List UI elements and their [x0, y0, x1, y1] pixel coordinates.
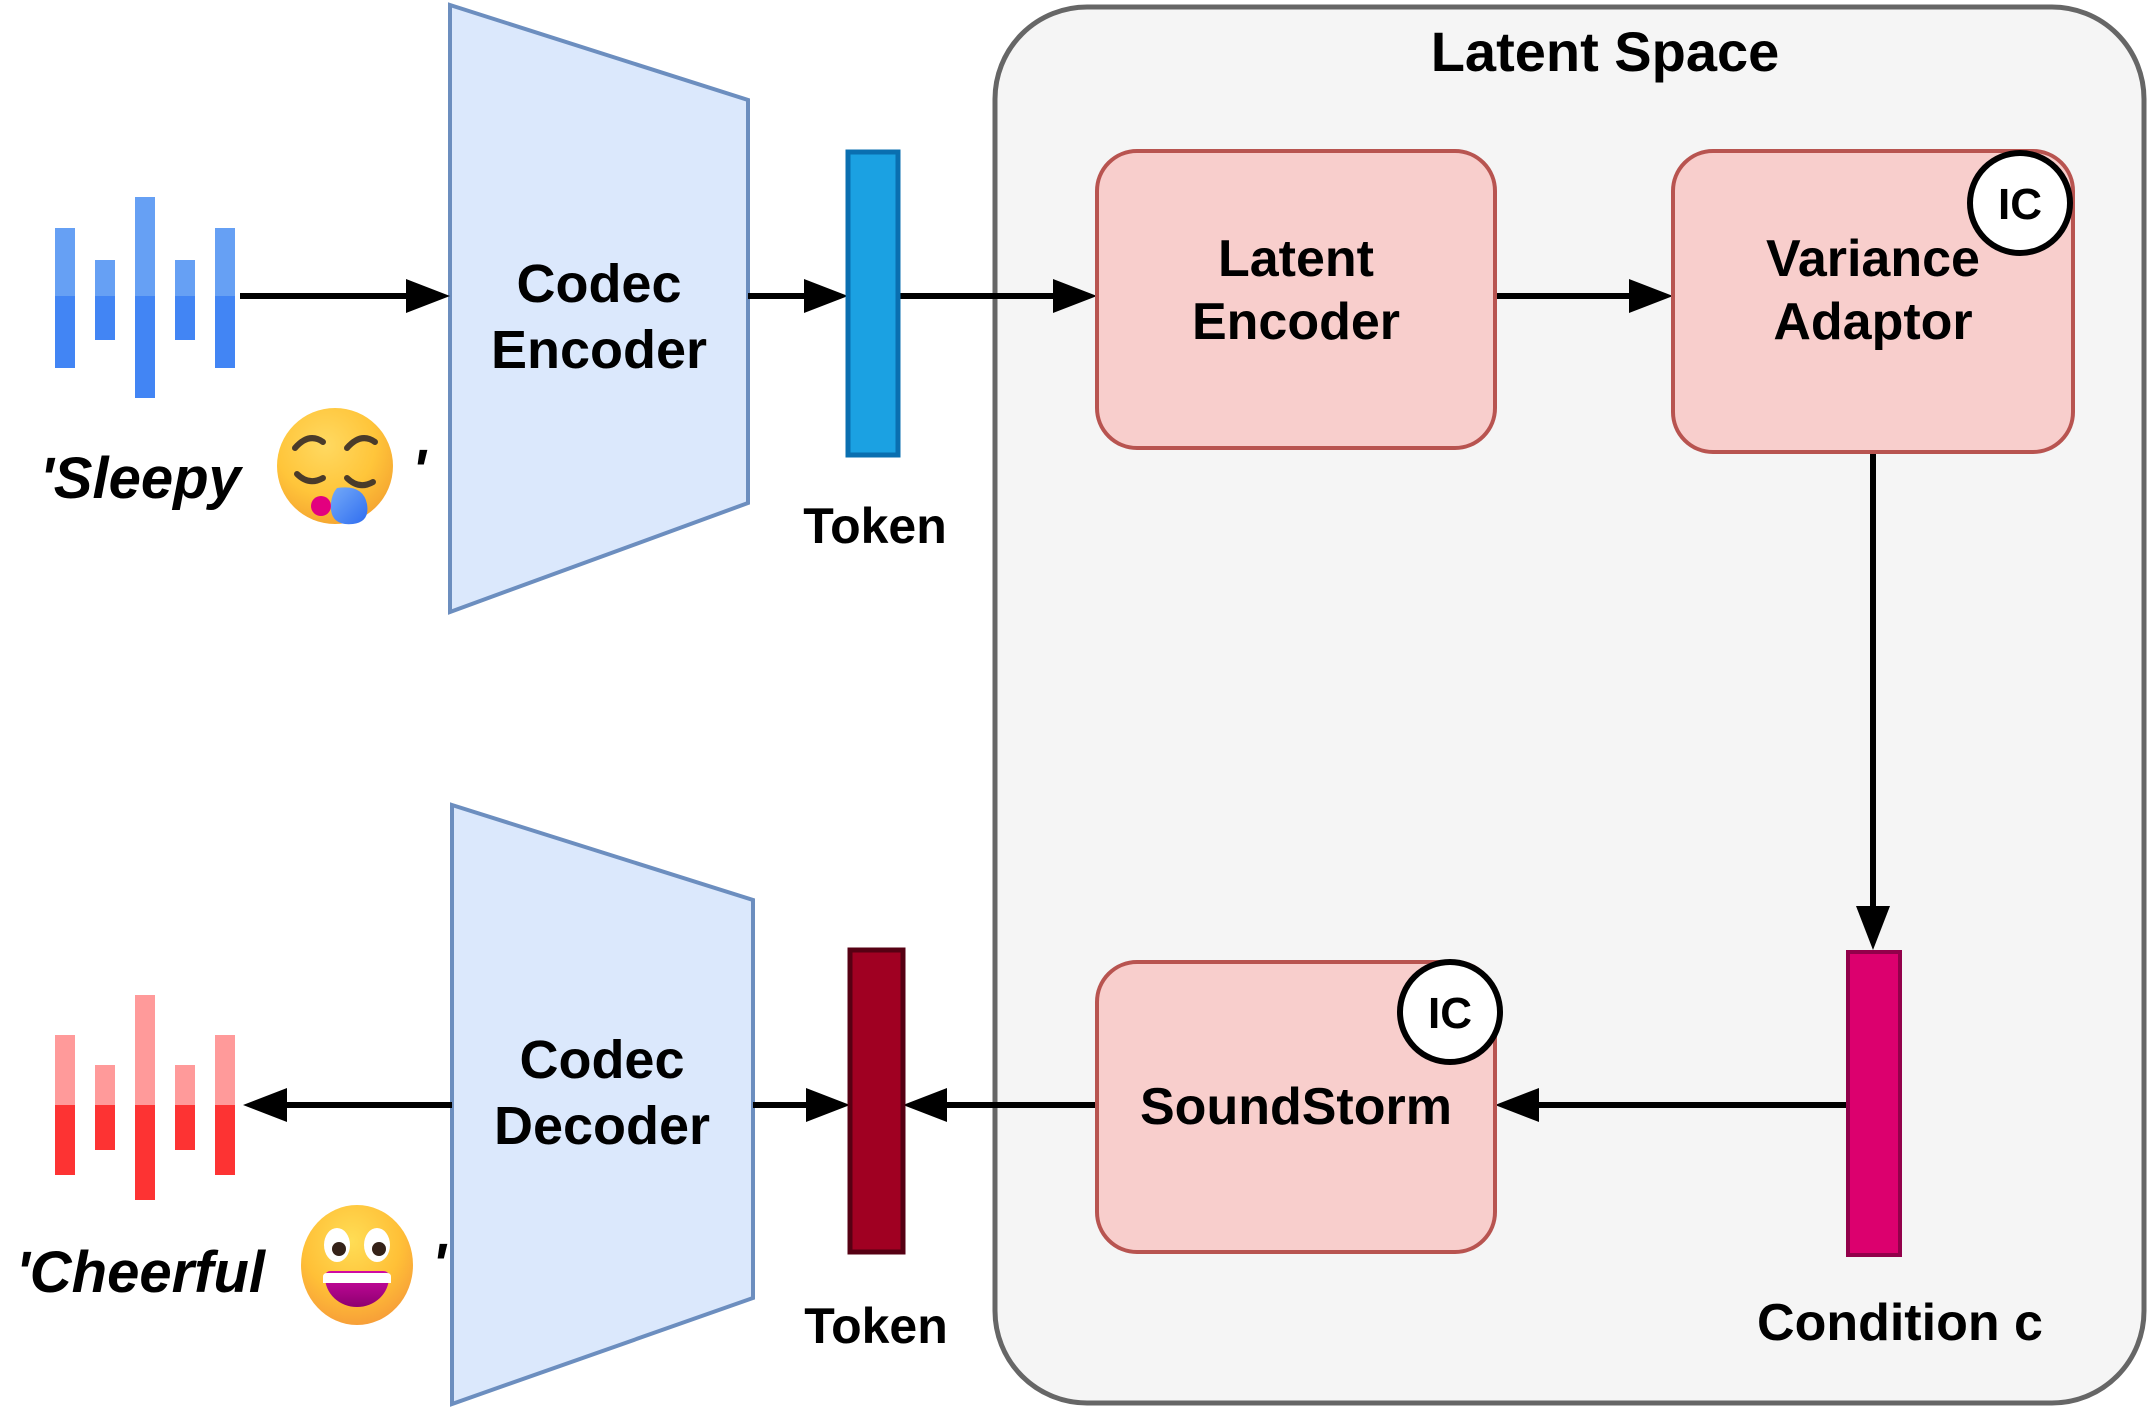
sleepy-face-icon	[277, 408, 393, 525]
arrow-wave-to-encoder	[240, 279, 450, 313]
codec-decoder-line1: Codec	[519, 1030, 685, 1090]
latent-encoder-label: Latent Encoder	[1097, 228, 1495, 355]
soundstorm-label: SoundStorm	[1140, 1078, 1452, 1136]
arrow-decoder-to-wave	[243, 1088, 452, 1122]
arrow-condition-to-soundstorm	[1495, 1088, 1848, 1122]
waveform-red-icon	[55, 995, 235, 1200]
ic-badge-circle-soundstorm	[1397, 959, 1503, 1065]
flow-arrows	[240, 279, 1890, 1122]
latent-encoder-line2: Encoder	[1191, 293, 1401, 352]
ic-badge-variance-adaptor: IC	[1998, 180, 2042, 229]
soundstorm-box	[1095, 960, 1497, 1254]
cheerful-caption-close-quote: '	[432, 1232, 446, 1297]
latent-encoder-line1: Latent	[1218, 230, 1374, 288]
waveform-blue-icon	[55, 197, 235, 398]
codec-encoder-line1: Codec	[516, 254, 682, 314]
arrow-variance-adaptor-to-condition	[1856, 452, 1890, 950]
sleepy-caption-close-quote: '	[412, 438, 426, 503]
codec-encoder-shape	[448, 2, 750, 615]
latent-space-title: Latent Space	[1430, 20, 1780, 83]
variance-adaptor-line1: Variance	[1766, 230, 1980, 288]
latent-encoder-box	[1095, 149, 1497, 450]
arrow-soundstorm-to-token	[903, 1088, 1097, 1122]
codec-encoder-label: Codec Encoder	[449, 252, 749, 384]
cheerful-caption: 'Cheerful	[16, 1240, 266, 1305]
arrow-latent-encoder-to-variance-adaptor	[1495, 279, 1673, 313]
codec-decoder-label: Codec Decoder	[450, 1028, 754, 1160]
arrow-encoder-to-token	[748, 279, 848, 313]
token-top-label: Token	[803, 498, 947, 554]
sleepy-caption: 'Sleepy	[40, 446, 241, 511]
condition-bar	[1846, 950, 1902, 1257]
variance-adaptor-label: Variance Adaptor	[1673, 228, 2073, 355]
condition-c-label: Condition c	[1757, 1294, 2043, 1352]
codec-decoder-shape	[450, 802, 755, 1407]
grinning-face-icon	[301, 1205, 413, 1325]
arrow-token-to-latent-encoder	[898, 279, 1097, 313]
codec-decoder-line2: Decoder	[493, 1095, 711, 1156]
token-bar-bottom	[847, 947, 906, 1255]
token-bar-top	[845, 149, 901, 458]
arrow-decoder-token-link	[753, 1088, 850, 1122]
ic-badge-soundstorm: IC	[1428, 989, 1472, 1038]
codec-encoder-line2: Encoder	[490, 319, 708, 380]
variance-adaptor-line2: Adaptor	[1773, 293, 1973, 352]
token-bottom-label: Token	[804, 1298, 948, 1354]
ic-badge-circle-variance-adaptor	[1967, 150, 2073, 256]
